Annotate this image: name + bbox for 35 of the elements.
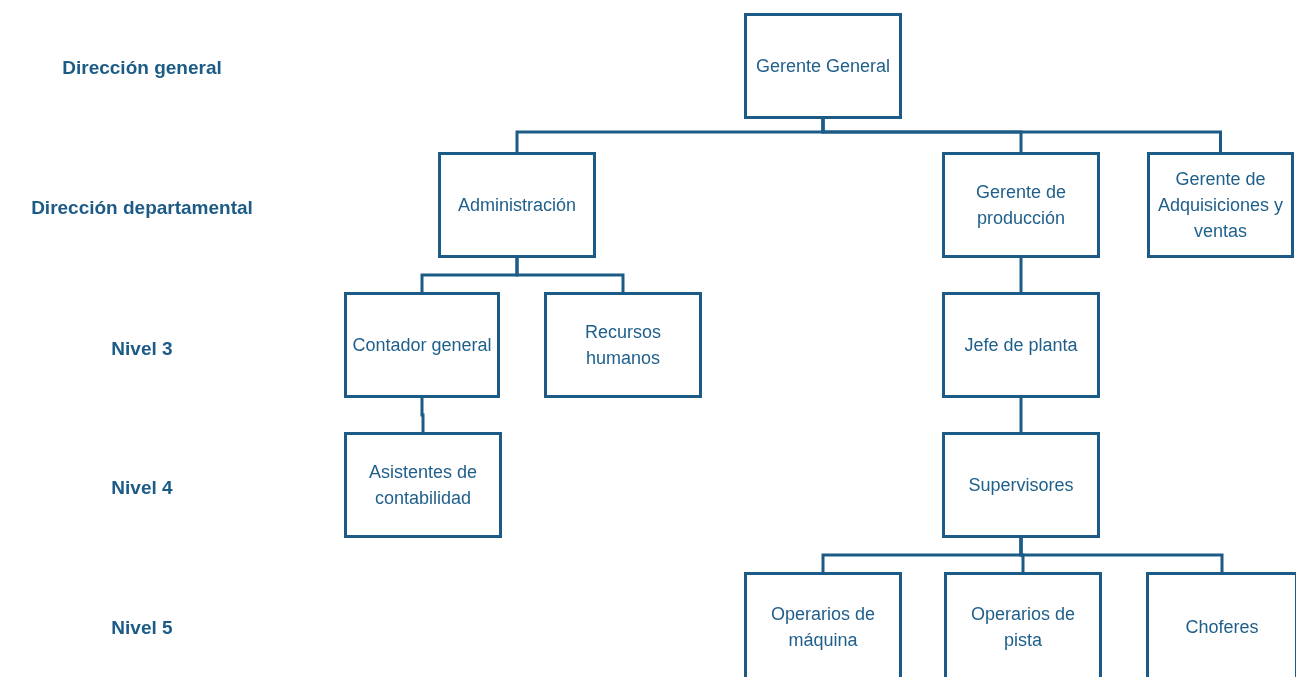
box-label: Gerente de producción	[974, 180, 1068, 230]
org-box	[1147, 152, 1294, 258]
box-label: Contador general	[351, 333, 493, 357]
box-label: Administración	[456, 193, 577, 217]
org-box	[744, 572, 902, 677]
level-label: Nivel 5	[111, 617, 173, 639]
connector-line	[515, 258, 625, 292]
connector-line	[420, 398, 425, 432]
level-label: Dirección departamental	[31, 197, 253, 219]
org-box	[1146, 572, 1296, 677]
box-label: Gerente de Adquisiciones y ventas	[1156, 167, 1285, 244]
level-label: Nivel 4	[111, 477, 173, 499]
connector-line	[1019, 538, 1224, 572]
org-box	[942, 152, 1100, 258]
org-box	[942, 292, 1100, 398]
org-box	[344, 292, 500, 398]
org-box	[944, 572, 1102, 677]
box-label: Operarios de máquina	[769, 602, 877, 652]
box-label: Gerente General	[754, 54, 892, 78]
org-box	[942, 432, 1100, 538]
box-label: Asistentes de contabilidad	[367, 460, 479, 510]
level-label: Nivel 3	[111, 338, 173, 360]
box-label: Operarios de pista	[969, 602, 1077, 652]
box-label: Jefe de planta	[963, 333, 1079, 357]
connector-line	[821, 119, 1222, 152]
org-box	[438, 152, 596, 258]
box-label: Supervisores	[967, 473, 1075, 497]
box-label: Recursos humanos	[584, 320, 662, 370]
level-label: Dirección general	[62, 57, 222, 79]
org-box	[744, 13, 902, 119]
connector-line	[1019, 258, 1023, 292]
connector-line	[1019, 398, 1023, 432]
org-box	[344, 432, 502, 538]
org-box	[544, 292, 702, 398]
box-label: Choferes	[1184, 615, 1260, 639]
